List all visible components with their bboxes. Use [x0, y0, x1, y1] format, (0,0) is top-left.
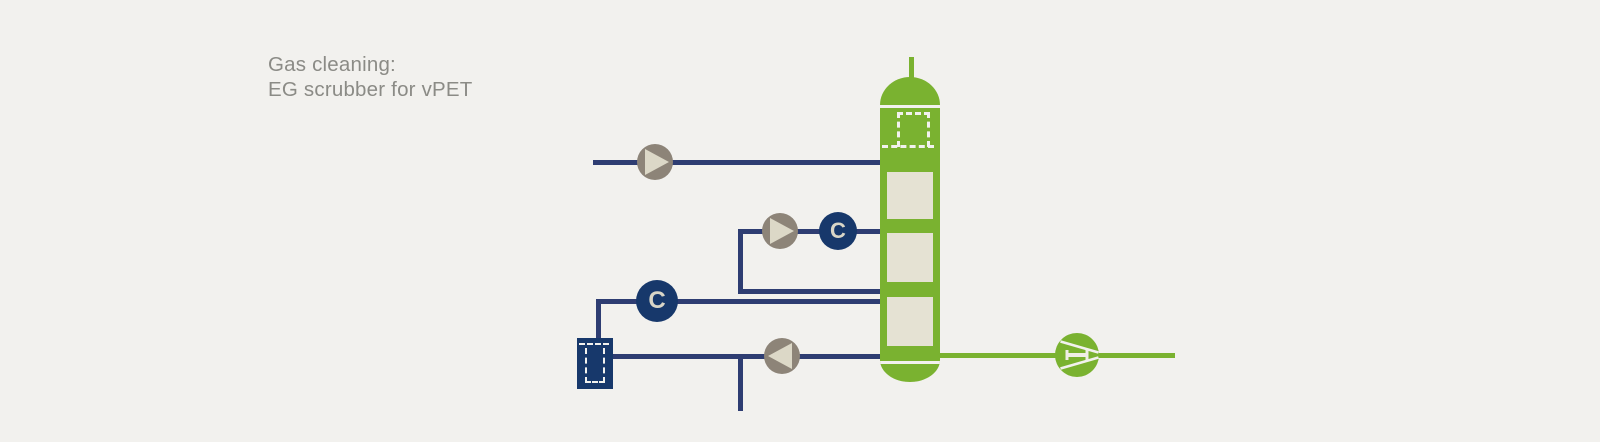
- tank-level-dashed-line: [579, 343, 609, 345]
- cooler-icon: C: [636, 280, 678, 322]
- packing-section-icon: [887, 297, 933, 346]
- packing-section-icon: [887, 233, 933, 282]
- pipe-loop-upper: [738, 228, 888, 234]
- cooler-label: C: [648, 287, 666, 314]
- demister-dashed-icon: [897, 112, 930, 147]
- diagram-title-line1: Gas cleaning:: [268, 53, 396, 76]
- pipe-cooler-line: [595, 298, 886, 304]
- pump-icon: [764, 338, 800, 374]
- pump-icon: [637, 144, 673, 180]
- tank-inner-dashed-rect: [585, 348, 605, 383]
- cooler-icon: C: [819, 212, 857, 250]
- column-top-nozzle: [909, 57, 914, 83]
- diagram-title-line2: EG scrubber for vPET: [268, 78, 473, 101]
- diagram-title: Gas cleaning: EG scrubber for vPET: [268, 52, 473, 102]
- pipe-bottom-line: [610, 353, 885, 359]
- pipe-bottom-branch: [738, 353, 743, 411]
- pump-icon: [762, 213, 798, 249]
- scrubber-column-icon: [880, 77, 940, 382]
- tank-icon: [577, 338, 613, 389]
- fan-valve-icon: [1055, 333, 1099, 377]
- cooler-label: C: [830, 218, 846, 243]
- pipe-loop-lower: [738, 288, 888, 294]
- column-head-line: [880, 105, 940, 108]
- packing-section-icon: [887, 172, 933, 219]
- column-sump-line: [880, 361, 940, 364]
- pipe-top-feed: [593, 159, 885, 165]
- demister-base-dashed-line: [882, 145, 934, 148]
- pipe-loop-vertical: [738, 228, 743, 294]
- pipe-cooler-drop: [595, 298, 601, 340]
